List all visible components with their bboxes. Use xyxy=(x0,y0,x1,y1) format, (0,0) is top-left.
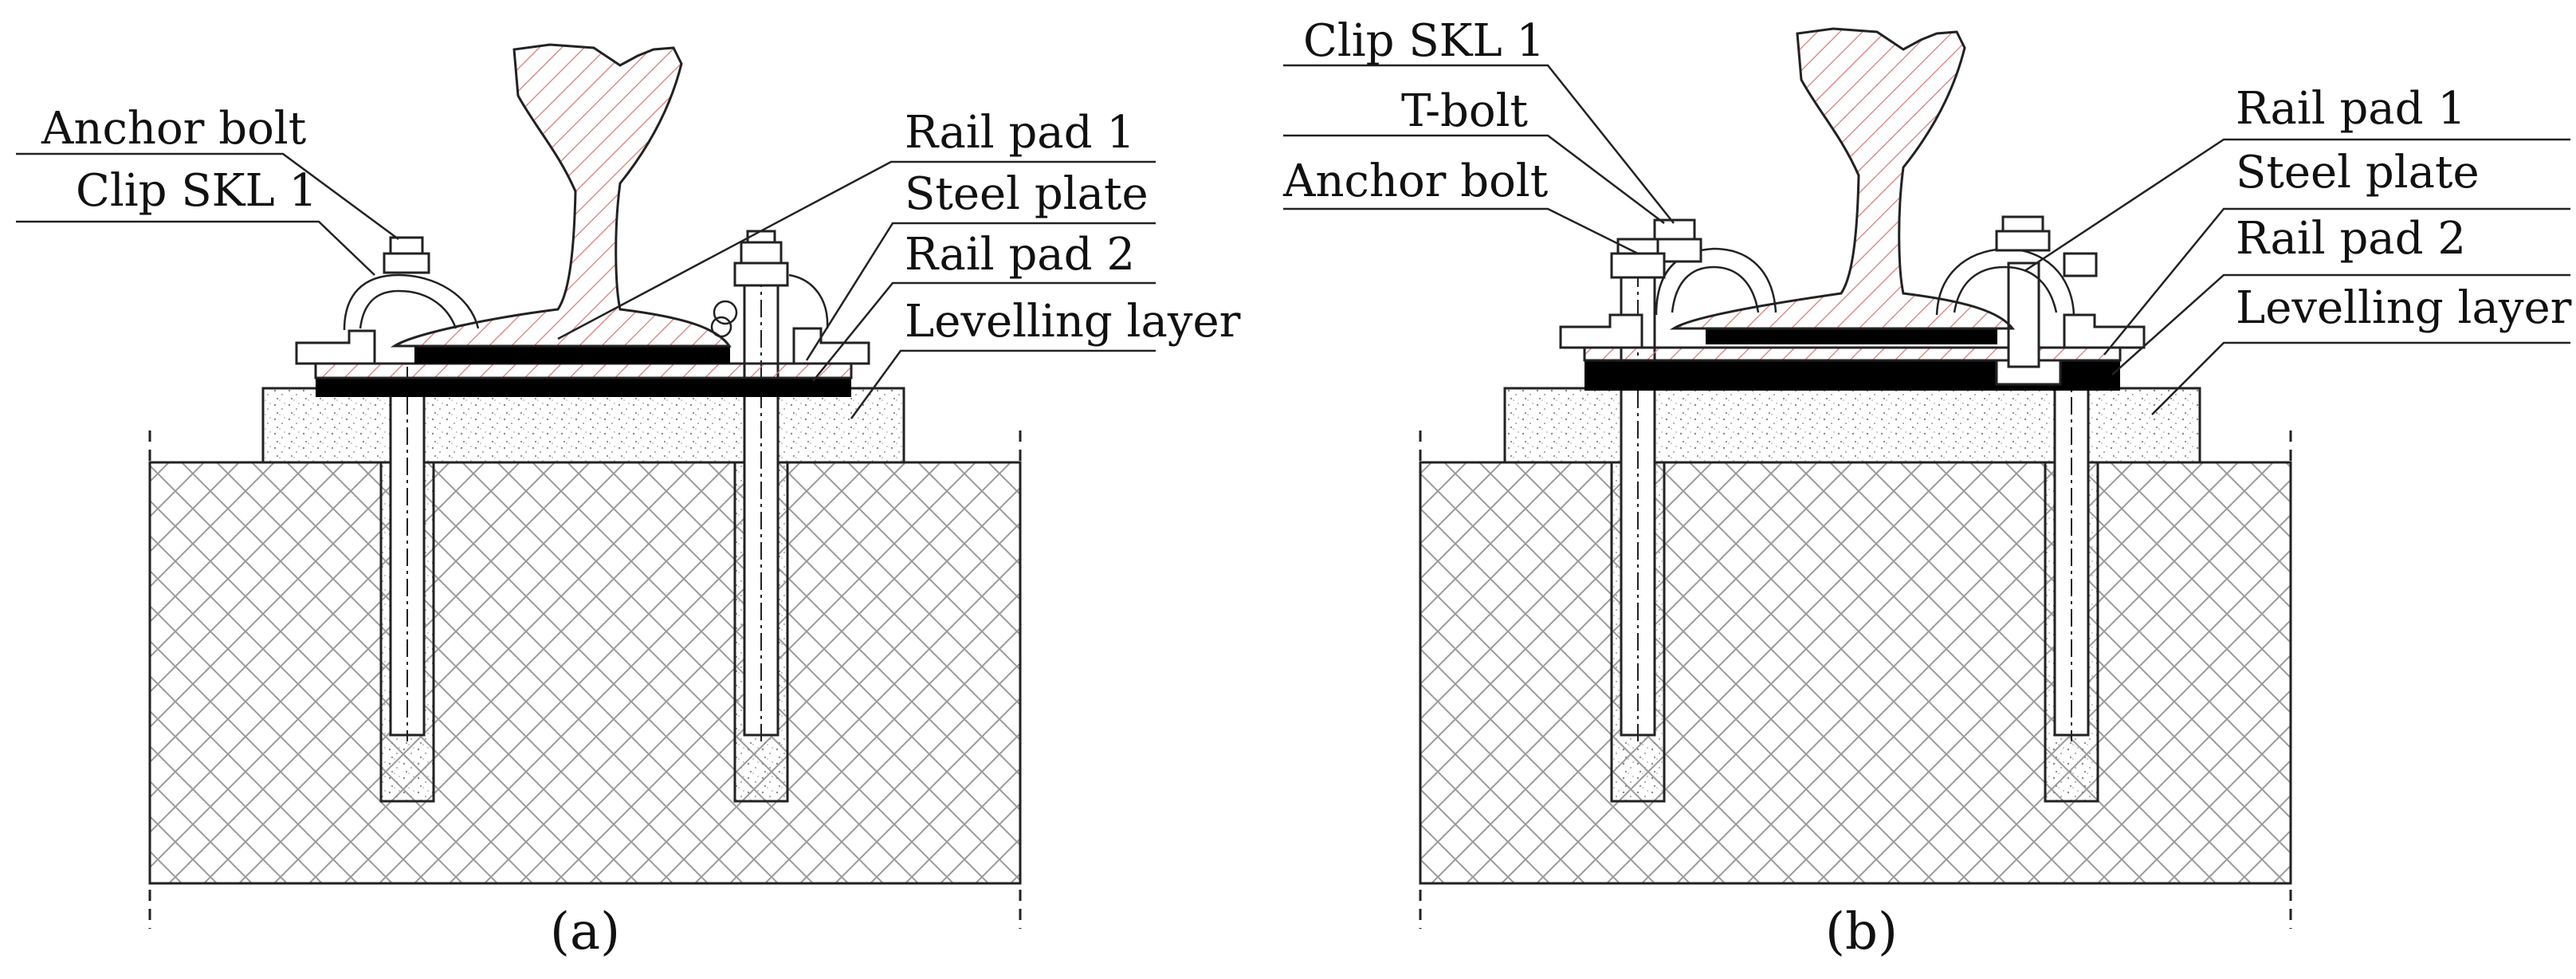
levelling-layer-a xyxy=(261,387,905,464)
label-levelling-layer-b: Levelling layer xyxy=(2236,282,2572,334)
leaders-b xyxy=(1283,64,2570,415)
label-rail-pad-1-a: Rail pad 1 xyxy=(905,107,1135,159)
caption-a: (a) xyxy=(550,902,620,961)
clip-skl-right-b xyxy=(1935,215,2098,316)
t-bolt-b xyxy=(2007,261,2040,368)
base-plate-a xyxy=(295,327,870,365)
steel-plate-a xyxy=(314,362,853,379)
caption-b: (b) xyxy=(1825,902,1898,961)
concrete-base-a xyxy=(148,431,1022,929)
base-plate-b xyxy=(1559,313,2146,349)
rail-profile-a xyxy=(390,43,732,348)
label-anchor-bolt-a: Anchor bolt xyxy=(41,103,307,155)
anchor-bolts-b xyxy=(1610,239,2099,803)
rail-pad-1-a xyxy=(414,346,730,364)
rail-pad-2-a xyxy=(316,378,851,397)
label-anchor-bolt-b: Anchor bolt xyxy=(1282,155,1549,207)
clip-skl-left-b xyxy=(1610,218,1777,316)
rail-pad-1-b xyxy=(1706,328,1997,344)
steel-plate-b xyxy=(1583,346,2122,362)
label-steel-plate-b: Steel plate xyxy=(2236,147,2480,199)
label-rail-pad-2-b: Rail pad 2 xyxy=(2236,213,2466,265)
concrete-base-b xyxy=(1419,431,2292,929)
label-levelling-layer-a: Levelling layer xyxy=(905,296,1241,348)
label-rail-pad-2-a: Rail pad 2 xyxy=(905,229,1135,281)
leaders-a xyxy=(16,152,1156,419)
panel-a: Anchor bolt Clip SKL 1 Rail pad 1 Steel … xyxy=(16,43,1241,961)
anchor-bolts-a xyxy=(379,239,789,803)
rail-profile-b xyxy=(1669,27,2016,330)
levelling-layer-b xyxy=(1503,387,2201,464)
panel-b: Clip SKL 1 T-bolt Anchor bolt Rail pad 1… xyxy=(1282,15,2572,961)
label-rail-pad-1-b: Rail pad 1 xyxy=(2236,83,2466,135)
label-steel-plate-a: Steel plate xyxy=(905,168,1149,220)
label-clip-a: Clip SKL 1 xyxy=(76,165,317,217)
label-clip-b: Clip SKL 1 xyxy=(1303,15,1545,67)
clip-skl-left-a xyxy=(343,236,480,331)
label-t-bolt-b: T-bolt xyxy=(1401,85,1529,137)
